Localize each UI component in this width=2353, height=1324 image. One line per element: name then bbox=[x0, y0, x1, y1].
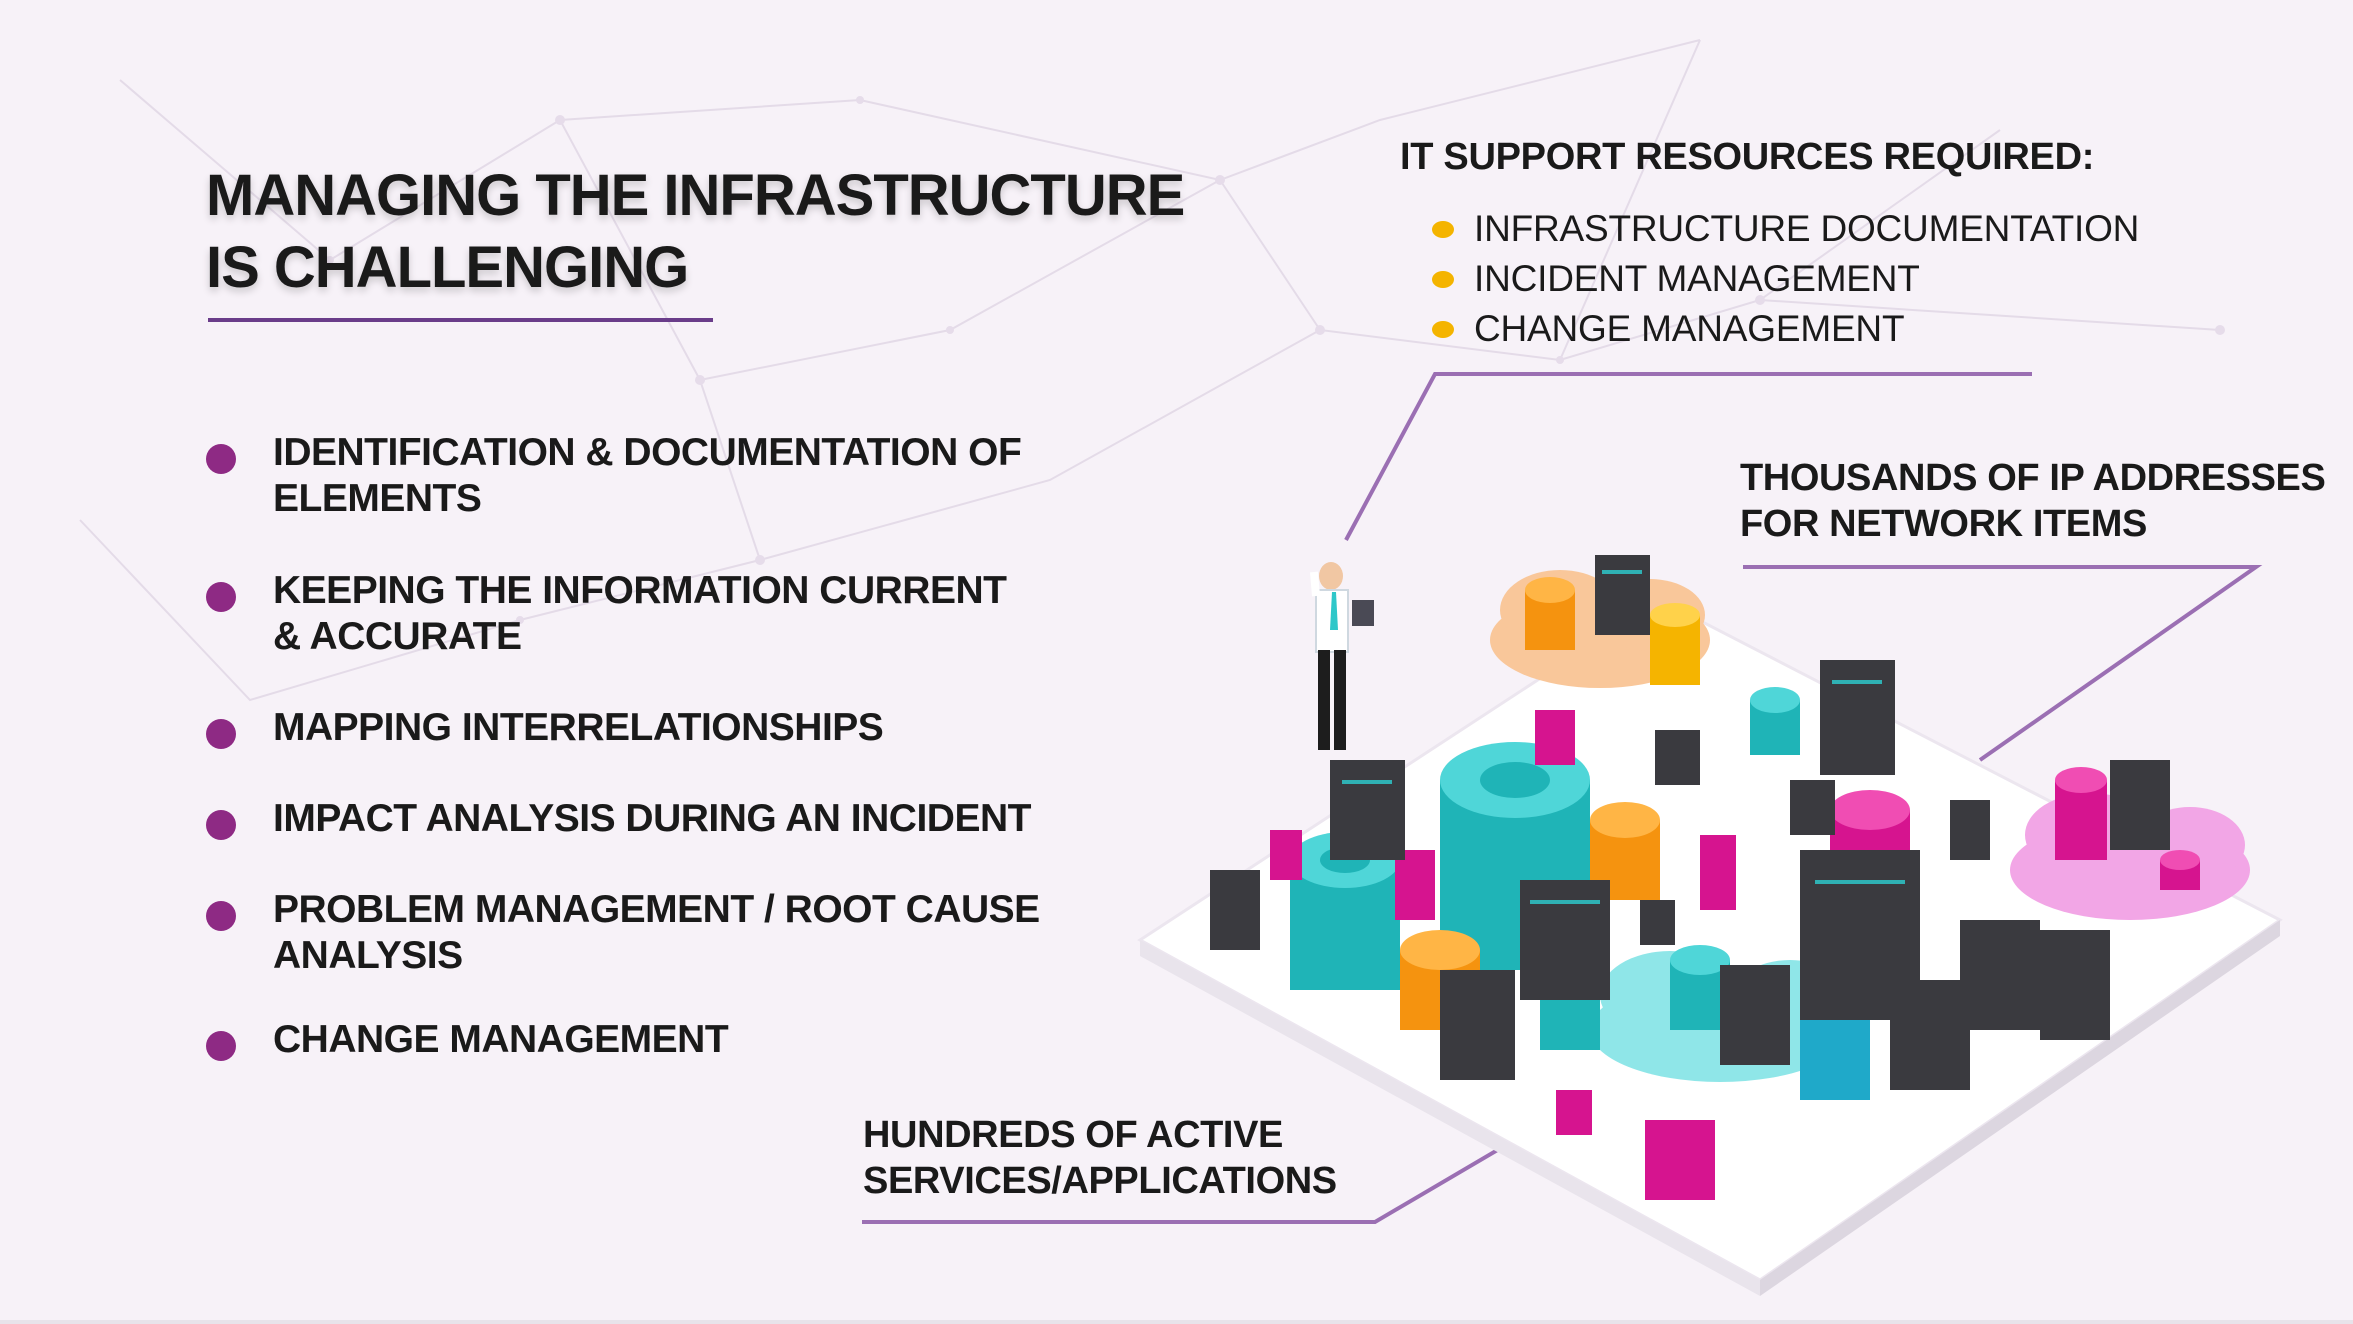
infrastructure-illustration bbox=[1137, 555, 2283, 1296]
businessman-icon bbox=[1310, 562, 1374, 750]
bullet-dot-icon bbox=[206, 719, 236, 749]
challenge-label: IMPACT ANALYSIS DURING AN INCIDENT bbox=[273, 797, 1031, 840]
bullet-dot-icon bbox=[206, 901, 236, 931]
it-support-item: INCIDENT MANAGEMENT bbox=[1432, 254, 2139, 304]
page-title: MANAGING THE INFRASTRUCTURE IS CHALLENGI… bbox=[206, 160, 1185, 304]
database-icon bbox=[1650, 603, 1700, 685]
bullet-dot-icon bbox=[206, 1031, 236, 1061]
gear-icon bbox=[1440, 742, 1590, 970]
bullet-dot-icon bbox=[1432, 320, 1454, 338]
gear-icon bbox=[1590, 802, 1660, 900]
it-support-label: INCIDENT MANAGEMENT bbox=[1474, 258, 1920, 299]
database-icon bbox=[2055, 767, 2107, 860]
pipe-segment bbox=[1645, 1120, 1715, 1200]
ip-addresses-callout: THOUSANDS OF IP ADDRESSES FOR NETWORK IT… bbox=[1740, 455, 2326, 547]
server-rack-icon bbox=[1210, 555, 2170, 1090]
title-underline bbox=[208, 318, 713, 322]
bullet-dot-icon bbox=[1432, 270, 1454, 288]
challenge-item: IMPACT ANALYSIS DURING AN INCIDENT bbox=[206, 796, 1073, 842]
bullet-dot-icon bbox=[206, 810, 236, 840]
ip-callout-line-1: THOUSANDS OF IP ADDRESSES bbox=[1740, 457, 2326, 499]
it-support-item: INFRASTRUCTURE DOCUMENTATION bbox=[1432, 204, 2139, 254]
challenge-label: IDENTIFICATION & DOCUMENTATION OF ELEMEN… bbox=[273, 431, 1022, 520]
bullet-dot-icon bbox=[206, 582, 236, 612]
pipe-segment bbox=[1270, 830, 1302, 880]
challenge-label: PROBLEM MANAGEMENT / ROOT CAUSE ANALYSIS bbox=[273, 888, 1040, 977]
challenge-item: IDENTIFICATION & DOCUMENTATION OF ELEMEN… bbox=[206, 430, 1133, 522]
challenge-item: KEEPING THE INFORMATION CURRENT & ACCURA… bbox=[206, 568, 1033, 660]
pipe-segment bbox=[1556, 1090, 1592, 1135]
gear-icon bbox=[2160, 850, 2200, 890]
tablet-icon bbox=[1352, 600, 1374, 626]
bullet-dot-icon bbox=[206, 444, 236, 474]
challenge-label: MAPPING INTERRELATIONSHIPS bbox=[273, 706, 884, 749]
gear-icon bbox=[1750, 687, 1800, 755]
bullet-dot-icon bbox=[1432, 220, 1454, 238]
challenge-label: CHANGE MANAGEMENT bbox=[273, 1018, 729, 1061]
page-title-line-2: IS CHALLENGING bbox=[206, 235, 689, 300]
page-title-line-1: MANAGING THE INFRASTRUCTURE bbox=[206, 163, 1185, 228]
challenge-item: CHANGE MANAGEMENT bbox=[206, 1017, 1073, 1063]
challenge-label: KEEPING THE INFORMATION CURRENT & ACCURA… bbox=[273, 569, 1007, 658]
it-support-label: INFRASTRUCTURE DOCUMENTATION bbox=[1474, 208, 2140, 249]
pipe-segment bbox=[1395, 850, 1435, 920]
pipe-segment bbox=[1535, 710, 1575, 765]
it-support-item: CHANGE MANAGEMENT bbox=[1432, 304, 2139, 354]
challenge-item: PROBLEM MANAGEMENT / ROOT CAUSE ANALYSIS bbox=[206, 887, 1053, 979]
pipe-segment bbox=[1700, 835, 1736, 910]
it-support-label: CHANGE MANAGEMENT bbox=[1474, 308, 1905, 349]
bottom-edge bbox=[0, 1320, 2353, 1324]
it-support-list: INFRASTRUCTURE DOCUMENTATION INCIDENT MA… bbox=[1432, 204, 2139, 354]
gear-icon bbox=[1525, 577, 1575, 650]
challenge-item: MAPPING INTERRELATIONSHIPS bbox=[206, 705, 1073, 751]
it-support-heading: IT SUPPORT RESOURCES REQUIRED: bbox=[1400, 136, 2095, 178]
